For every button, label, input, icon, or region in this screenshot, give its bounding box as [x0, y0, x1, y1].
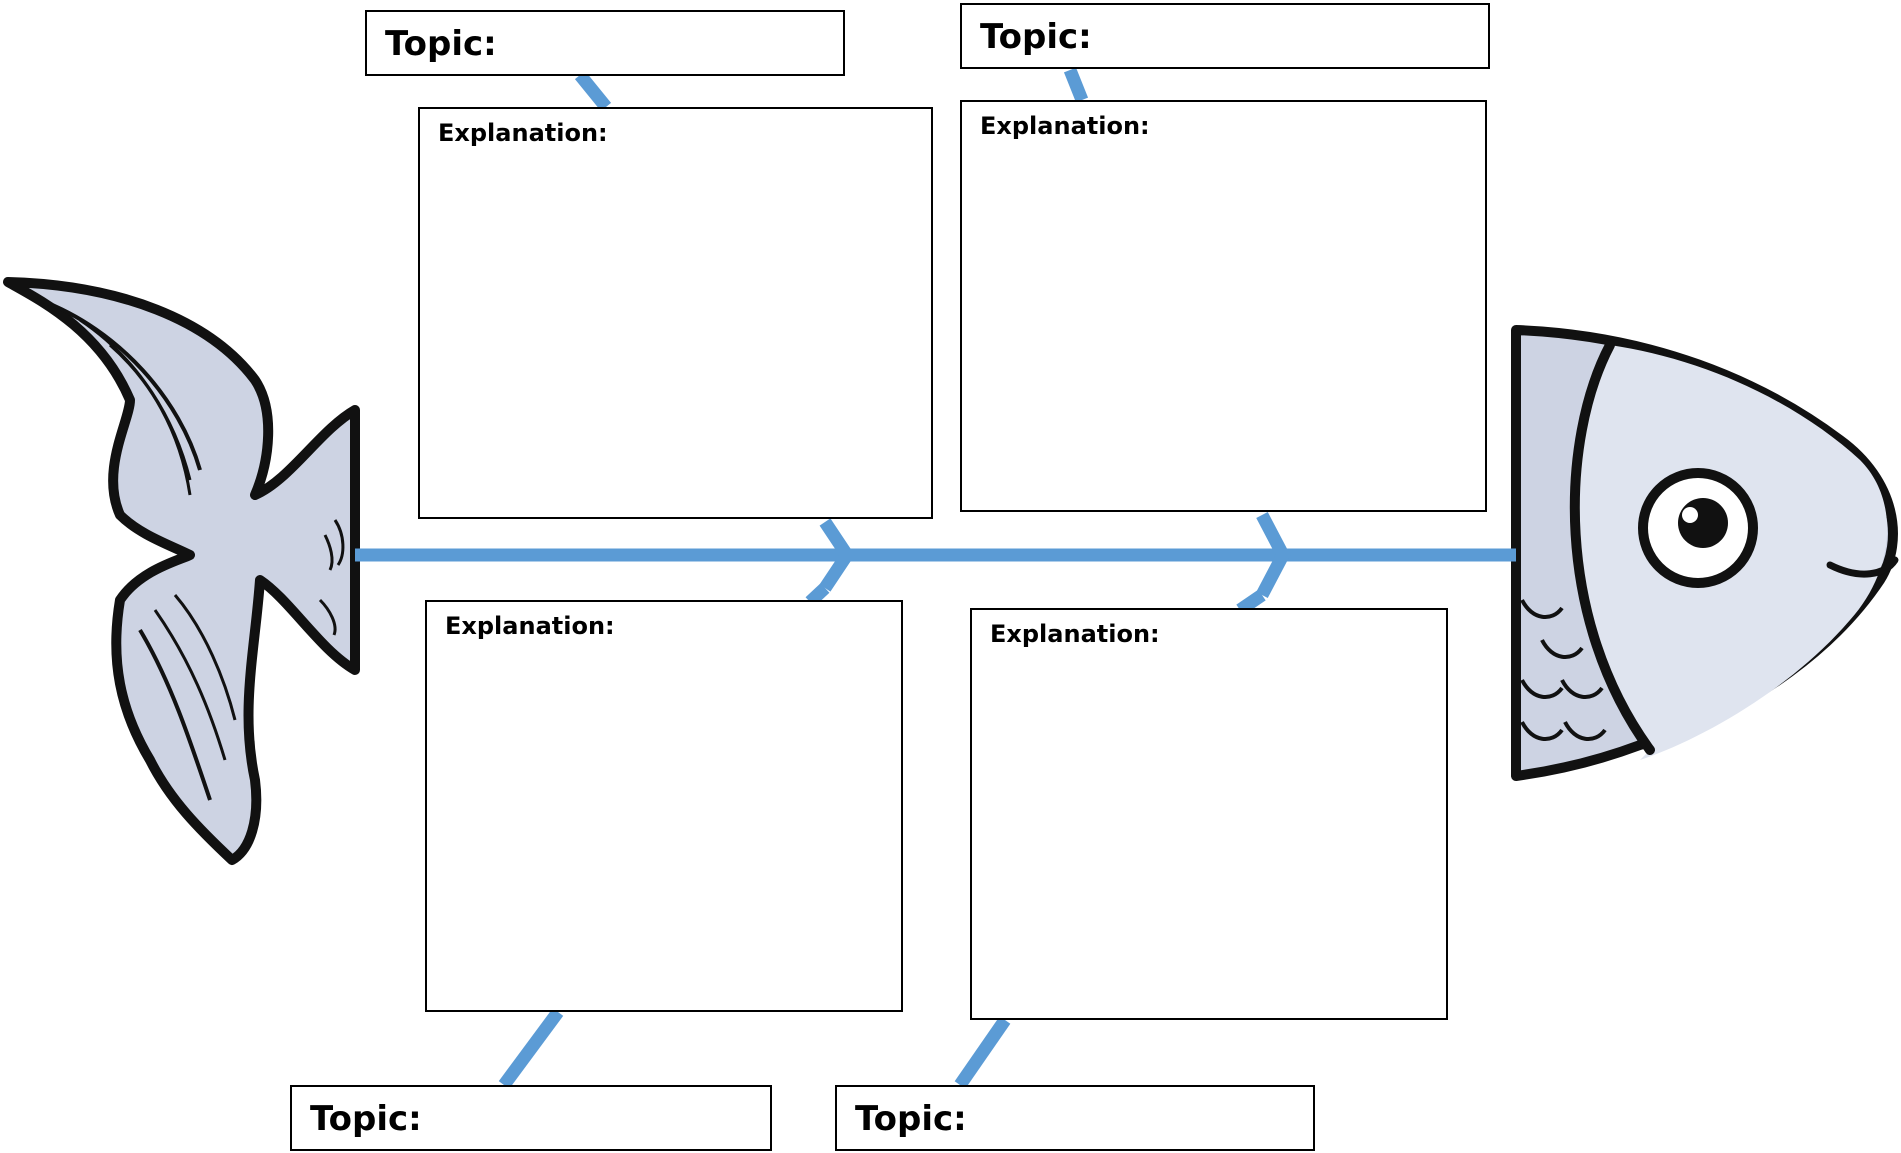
rib-bottom-right-upper: [1236, 589, 1266, 616]
fishbone-spine-group: [355, 67, 1516, 1089]
rib-top-left: [574, 70, 612, 112]
rib-bottom-left: [498, 1008, 564, 1089]
explanation-box-bottom-right[interactable]: Explanation:: [970, 608, 1448, 1020]
topic-label: Topic:: [385, 24, 497, 64]
topic-box-top-left[interactable]: Topic:: [365, 10, 845, 76]
topic-label: Topic:: [855, 1099, 967, 1139]
topic-box-bottom-right[interactable]: Topic:: [835, 1085, 1315, 1151]
fish-tail-icon: [3, 277, 360, 865]
explanation-box-top-left[interactable]: Explanation:: [418, 107, 933, 519]
rib-bottom-right: [954, 1016, 1011, 1089]
explanation-box-top-right[interactable]: Explanation:: [960, 100, 1487, 512]
explanation-box-bottom-left[interactable]: Explanation:: [425, 600, 903, 1012]
explanation-label: Explanation:: [980, 112, 1150, 140]
explanation-label: Explanation:: [445, 612, 615, 640]
rib-bottom-left-upper: [805, 583, 830, 607]
explanation-label: Explanation:: [438, 119, 608, 147]
arrow-chevron-1: [819, 518, 855, 592]
topic-label: Topic:: [310, 1099, 422, 1139]
explanation-label: Explanation:: [990, 620, 1160, 648]
topic-box-top-right[interactable]: Topic:: [960, 3, 1490, 69]
rib-top-right: [1063, 67, 1089, 103]
arrow-chevron-2: [1256, 511, 1291, 599]
topic-label: Topic:: [980, 17, 1092, 57]
fish-head-icon: [1511, 325, 1899, 781]
topic-box-bottom-left[interactable]: Topic:: [290, 1085, 772, 1151]
